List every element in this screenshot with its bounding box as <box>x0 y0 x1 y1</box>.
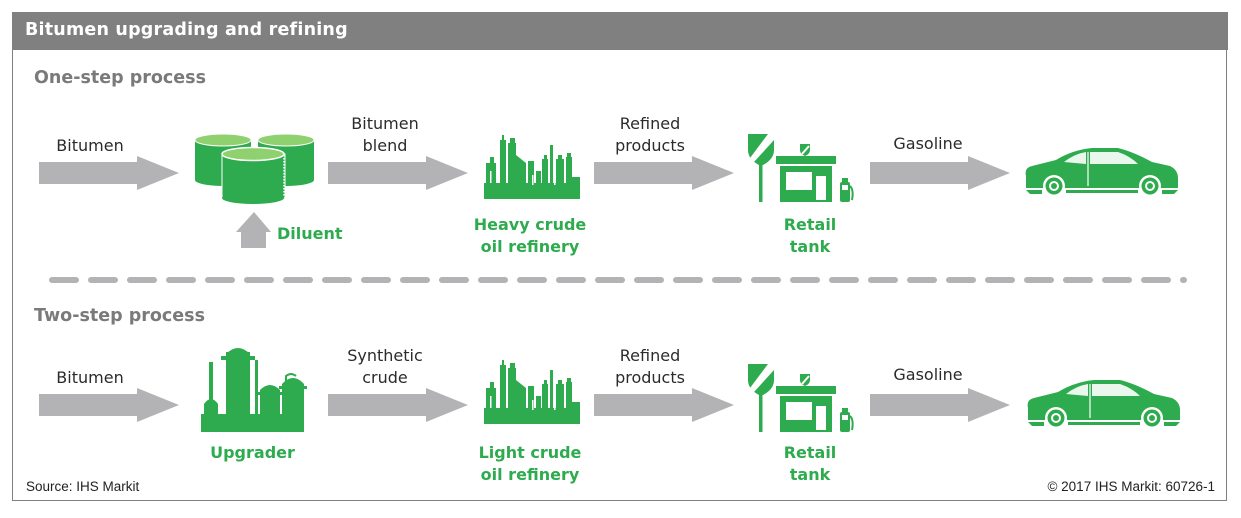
source-note: Source: IHS Markit <box>26 479 140 494</box>
label-bitumen-blend-line1: Bitumen <box>351 114 419 133</box>
two-step-title: Two-step process <box>34 306 205 326</box>
label-retail-tank-1-line1: Retail <box>783 215 837 234</box>
label-heavy-crude-line2: oil refinery <box>480 237 580 256</box>
label-light-crude-line2: oil refinery <box>480 465 580 484</box>
car-icon-2 <box>1026 379 1181 430</box>
label-gasoline-1: Gasoline <box>893 134 963 153</box>
label-bitumen-2: Bitumen <box>56 368 124 387</box>
label-refined-products-1-line2: products <box>615 136 685 155</box>
refinery-icon-light <box>484 360 580 424</box>
gas-station-icon-1 <box>747 133 854 203</box>
label-retail-tank-1-line2: tank <box>789 237 831 256</box>
label-diluent: Diluent <box>277 224 343 243</box>
label-refined-products-2-line2: products <box>615 368 685 387</box>
label-retail-tank-2-line2: tank <box>789 465 831 484</box>
label-upgrader: Upgrader <box>210 443 295 462</box>
arrow-gasoline-2 <box>870 388 1010 422</box>
arrow-diluent-up <box>236 212 271 248</box>
gas-station-icon-2 <box>747 363 854 433</box>
label-bitumen-1: Bitumen <box>56 136 124 155</box>
upgrader-icon <box>201 348 307 432</box>
arrow-bitumen-blend <box>328 156 468 190</box>
header-bar: Bitumen upgrading and refining <box>12 12 1228 50</box>
storage-tanks-icon <box>194 133 315 204</box>
refinery-icon-heavy <box>484 135 580 199</box>
arrow-bitumen-1 <box>39 156 179 190</box>
label-refined-products-1-line1: Refined <box>619 114 681 133</box>
arrow-refined-products-1 <box>594 156 734 190</box>
diagram-frame <box>12 12 1227 501</box>
label-gasoline-2: Gasoline <box>893 365 963 384</box>
arrow-bitumen-2 <box>39 388 179 422</box>
car-icon-1 <box>1024 147 1179 198</box>
label-refined-products-2-line1: Refined <box>619 346 681 365</box>
copyright-note: © 2017 IHS Markit: 60726-1 <box>1047 479 1215 494</box>
label-synthetic-crude-line2: crude <box>362 368 408 387</box>
label-light-crude-line1: Light crude <box>478 443 582 462</box>
diagram-title: Bitumen upgrading and refining <box>25 20 348 40</box>
one-step-title: One-step process <box>34 68 206 88</box>
arrow-synthetic-crude <box>328 388 468 422</box>
label-synthetic-crude-line1: Synthetic <box>347 346 423 365</box>
arrow-gasoline-1 <box>870 156 1010 190</box>
arrow-refined-products-2 <box>594 388 734 422</box>
label-bitumen-blend-line2: blend <box>362 136 408 155</box>
label-retail-tank-2-line1: Retail <box>783 443 837 462</box>
label-heavy-crude-line1: Heavy crude <box>473 215 587 234</box>
